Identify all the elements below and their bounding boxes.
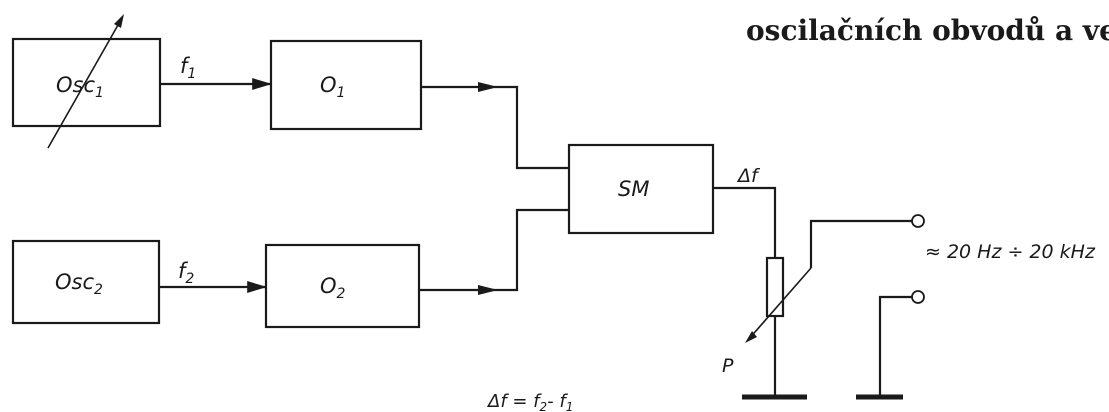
sm-label: SM [618,177,649,201]
o1-label: O1 [320,73,345,101]
o1-to-sm-wire [421,85,569,170]
output-range-label: ≈ 20 Hz ÷ 20 kHz [925,241,1096,263]
o2-to-sm-wire [419,208,569,292]
pot-label: P [722,355,734,377]
f1-label: f1 [180,54,196,82]
wiper-output-wire [809,219,913,268]
delta-f-label: Δf [736,165,761,187]
o2-label: O2 [320,274,346,302]
pot-wiper-arrow [747,267,812,341]
lower-output-wire [878,295,913,396]
output-terminal-top [911,214,925,228]
output-terminal-bottom [911,290,925,304]
potentiometer [765,256,785,318]
sm-output-wire [713,186,777,258]
osc1-block [11,37,162,128]
header-text: oscilačních obvodů a velmi dobrou [746,14,1109,47]
formula-label: Δf = f2- f1 [486,391,573,412]
osc2-block [11,239,161,325]
osc2-label: Osc2 [55,270,103,298]
osc1-tuning-arrow [47,17,123,149]
o2-block [264,243,421,329]
o1-block [269,39,423,131]
f2-label: f2 [178,259,194,287]
